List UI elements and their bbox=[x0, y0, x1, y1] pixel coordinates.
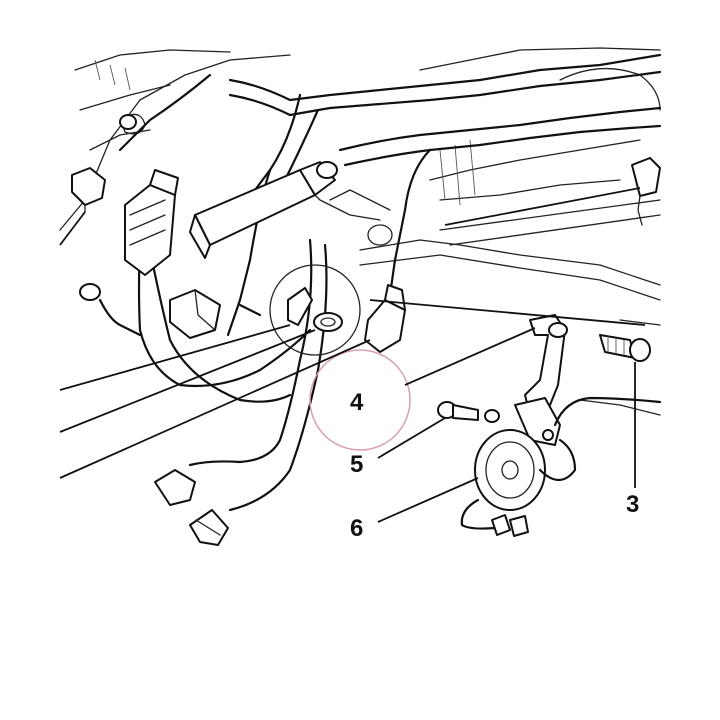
callout-6: 6 bbox=[350, 515, 363, 542]
leader-lines bbox=[59, 187, 646, 523]
callout-5: 5 bbox=[350, 451, 363, 478]
bolt-icon bbox=[599, 334, 651, 362]
sleeve-connector-icon bbox=[189, 161, 338, 259]
plug-icon bbox=[169, 289, 221, 339]
screw-icon bbox=[437, 401, 500, 423]
horn-icon bbox=[460, 429, 546, 537]
right-connector-icon bbox=[631, 157, 661, 226]
highlight-circle bbox=[309, 349, 411, 451]
horn-wire-2 bbox=[538, 438, 577, 482]
lower-connector-icon bbox=[154, 469, 229, 546]
sensor-connector-icon bbox=[364, 284, 406, 353]
horn-wire bbox=[553, 396, 662, 427]
callout-4: 4 bbox=[350, 389, 364, 416]
callout-3: 3 bbox=[626, 491, 639, 518]
clip-icon bbox=[71, 167, 106, 213]
bracket-icon bbox=[514, 314, 568, 446]
ring-terminal-icon bbox=[79, 114, 137, 301]
inset-detail bbox=[269, 264, 361, 356]
connector-icon bbox=[124, 169, 179, 276]
wiring-harness-icon bbox=[98, 53, 662, 512]
